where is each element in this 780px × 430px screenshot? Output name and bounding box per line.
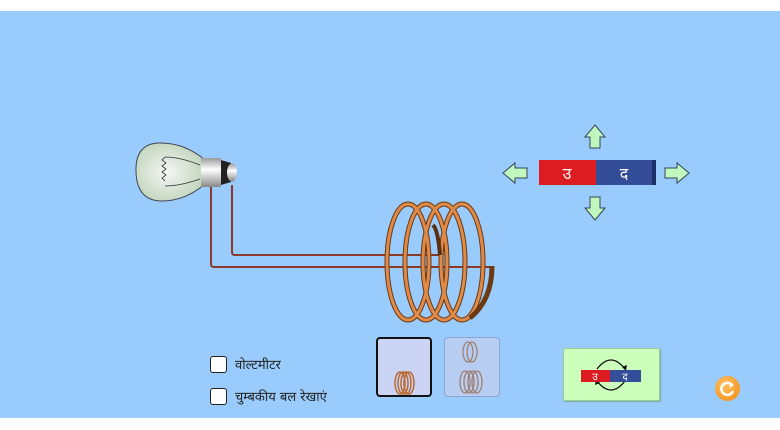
two-coils-icon — [459, 341, 483, 394]
one-coil-button[interactable] — [376, 337, 432, 397]
light-bulb — [135, 142, 237, 202]
move-down-arrow[interactable] — [583, 196, 607, 221]
flip-magnet-button[interactable]: उ द — [563, 348, 660, 401]
checkbox-box[interactable] — [210, 355, 227, 373]
move-up-arrow[interactable] — [583, 124, 607, 149]
voltmeter-checkbox[interactable]: वोल्टमीटर — [210, 355, 281, 373]
magnet-south-label: द — [620, 164, 629, 183]
two-coils-button[interactable] — [444, 337, 500, 397]
move-right-arrow[interactable] — [664, 161, 690, 185]
checkbox-box[interactable] — [210, 387, 227, 405]
bar-magnet[interactable]: उ द — [539, 160, 656, 185]
voltmeter-label: वोल्टमीटर — [235, 358, 281, 373]
reset-button[interactable] — [715, 376, 740, 401]
reset-icon — [720, 381, 735, 397]
coil-icon — [394, 371, 415, 395]
flip-north-label: उ — [592, 372, 598, 383]
field-lines-checkbox[interactable]: चुम्बकीय बल रेखाएं — [210, 387, 327, 405]
move-left-arrow[interactable] — [502, 161, 528, 185]
coil — [384, 201, 495, 323]
field-lines-label: चुम्बकीय बल रेखाएं — [235, 390, 327, 405]
flip-south-label: द — [622, 372, 628, 383]
wire — [231, 185, 440, 256]
wire — [210, 185, 490, 268]
magnet-north-label: उ — [563, 164, 573, 183]
